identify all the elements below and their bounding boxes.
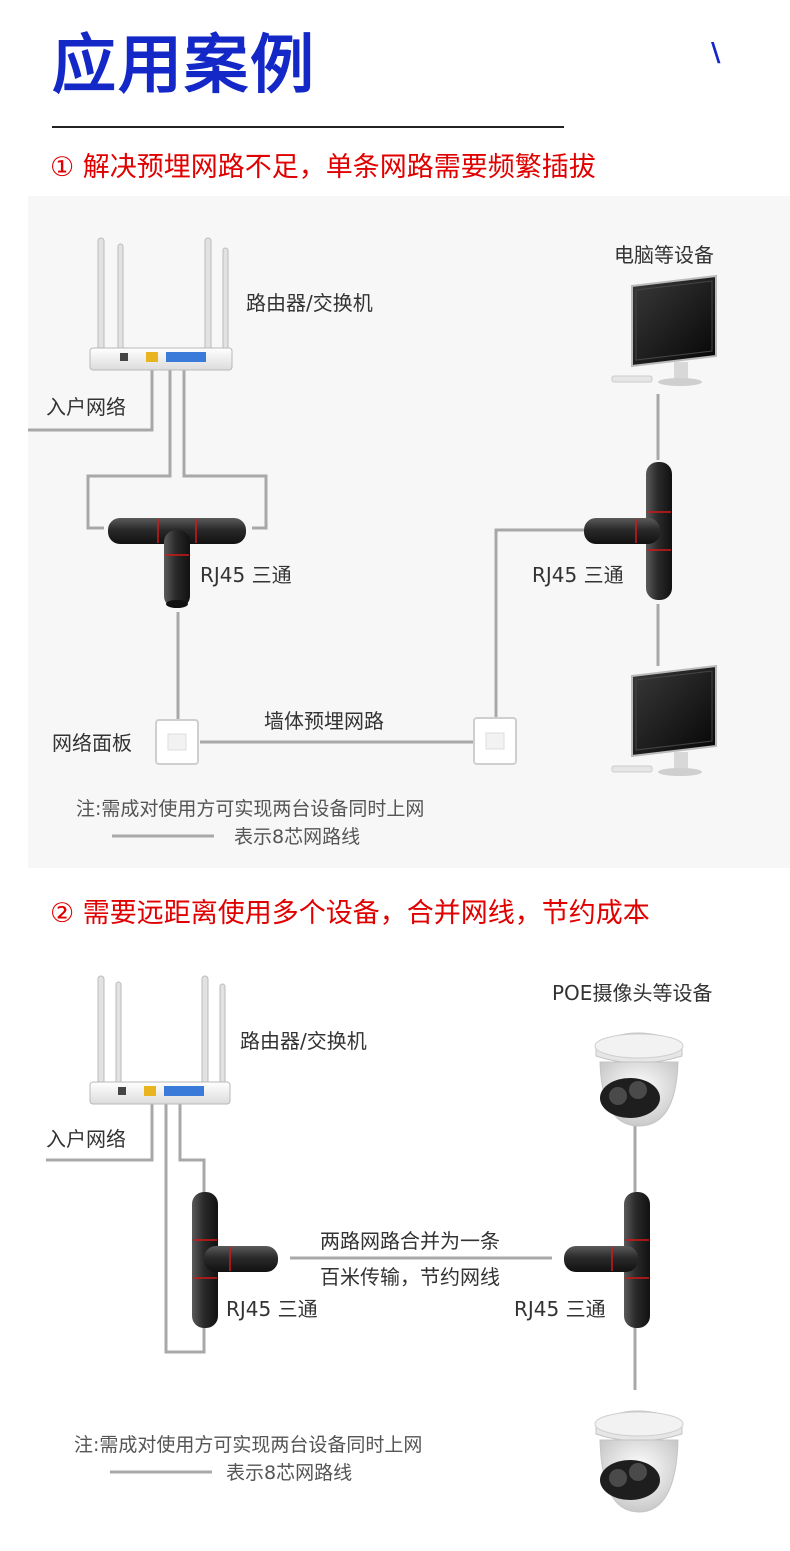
camera-label: POE摄像头等设备 — [552, 981, 713, 1005]
router-icon — [89, 237, 233, 371]
wall-socket-icon — [473, 717, 517, 765]
wall-cable-label: 墙体预埋网路 — [264, 709, 384, 733]
merge-label-line2: 百米传输，节约网线 — [320, 1265, 500, 1289]
router-icon — [89, 975, 231, 1105]
router-label: 路由器/交换机 — [246, 291, 373, 315]
rj45-tee-icon — [108, 518, 246, 608]
splitter-label: RJ45 三通 — [200, 563, 292, 587]
dome-camera-icon — [594, 1410, 684, 1513]
merge-label-line1: 两路网路合并为一条 — [320, 1229, 500, 1253]
case1-heading: ① 解决预埋网路不足，单条网路需要频繁插拔 — [50, 152, 596, 183]
case1-cables — [28, 368, 660, 838]
title-divider — [52, 126, 564, 128]
corner-mark: \ — [711, 38, 721, 68]
rj45-tee-icon — [584, 462, 672, 600]
case2-heading: ② 需要远距离使用多个设备，合并网线，节约成本 — [50, 898, 650, 929]
splitter-label: RJ45 三通 — [532, 563, 624, 587]
router-label: 路由器/交换机 — [240, 1029, 367, 1053]
rj45-tee-icon — [564, 1192, 650, 1328]
device-label: 电脑等设备 — [614, 243, 714, 267]
legend-label: 表示8芯网路线 — [234, 826, 361, 848]
wall-socket-icon — [155, 719, 199, 765]
monitor-icon — [611, 274, 717, 386]
inbound-network-label: 入户网络 — [46, 1127, 126, 1151]
dome-camera-icon — [594, 1032, 684, 1127]
monitor-icon — [611, 664, 717, 776]
usage-note: 注:需成对使用方可实现两台设备同时上网 — [76, 798, 425, 820]
splitter-label: RJ45 三通 — [514, 1297, 606, 1321]
splitter-label: RJ45 三通 — [226, 1297, 318, 1321]
network-panel-label: 网络面板 — [52, 731, 132, 755]
case2-cables — [46, 1100, 637, 1474]
legend-label: 表示8芯网路线 — [226, 1462, 353, 1484]
page-title: 应用案例 — [52, 29, 316, 103]
usage-note: 注:需成对使用方可实现两台设备同时上网 — [74, 1434, 423, 1456]
inbound-network-label: 入户网络 — [46, 395, 126, 419]
rj45-tee-icon — [192, 1192, 278, 1328]
